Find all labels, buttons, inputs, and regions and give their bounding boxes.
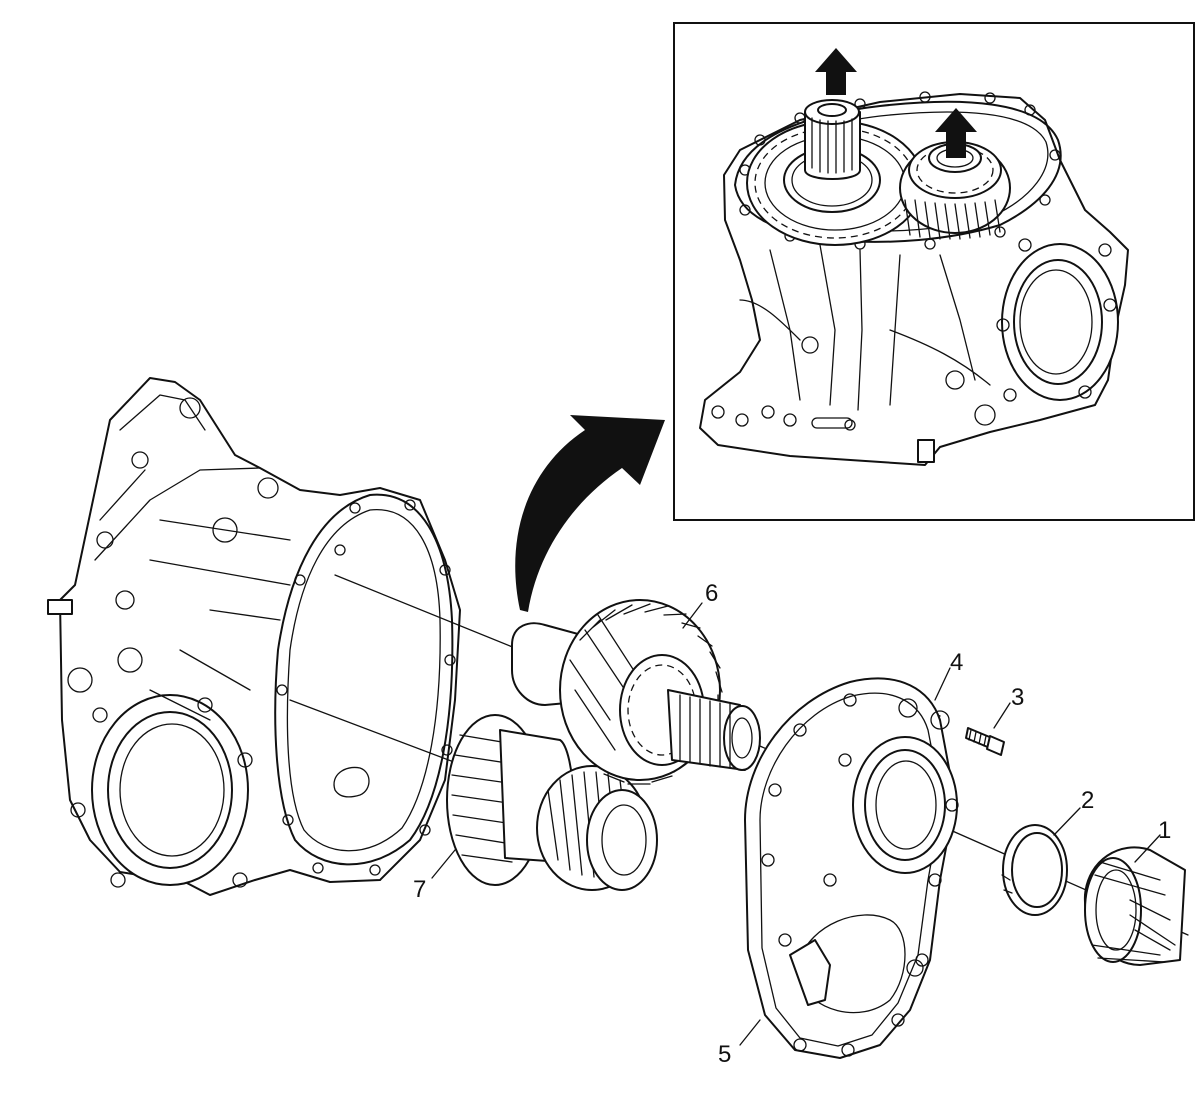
callout-6: 6 bbox=[705, 580, 718, 607]
arrow-up-icon bbox=[815, 48, 977, 158]
gear-assembly-6 bbox=[511, 599, 761, 785]
callout-3: 3 bbox=[1011, 684, 1024, 711]
inset-output-gear bbox=[746, 99, 924, 246]
seal-1 bbox=[1083, 846, 1186, 966]
callout-1: 1 bbox=[1158, 817, 1171, 844]
callout-4: 4 bbox=[950, 649, 963, 676]
end-cover-5 bbox=[744, 677, 959, 1059]
snap-ring-2 bbox=[1001, 824, 1068, 916]
callout-labels: 1 2 3 4 5 6 7 bbox=[413, 580, 1171, 1068]
detail-inset bbox=[673, 22, 1195, 521]
bolt-3 bbox=[965, 727, 1005, 756]
curved-arrow-icon bbox=[515, 415, 665, 612]
callout-5: 5 bbox=[718, 1041, 731, 1068]
leader-lines bbox=[431, 602, 1161, 1046]
transmission-housing bbox=[47, 377, 461, 896]
callout-2: 2 bbox=[1081, 787, 1094, 814]
gear-assembly-7 bbox=[446, 714, 658, 891]
inset-pinion-gear bbox=[899, 141, 1011, 240]
callout-7: 7 bbox=[413, 876, 426, 903]
